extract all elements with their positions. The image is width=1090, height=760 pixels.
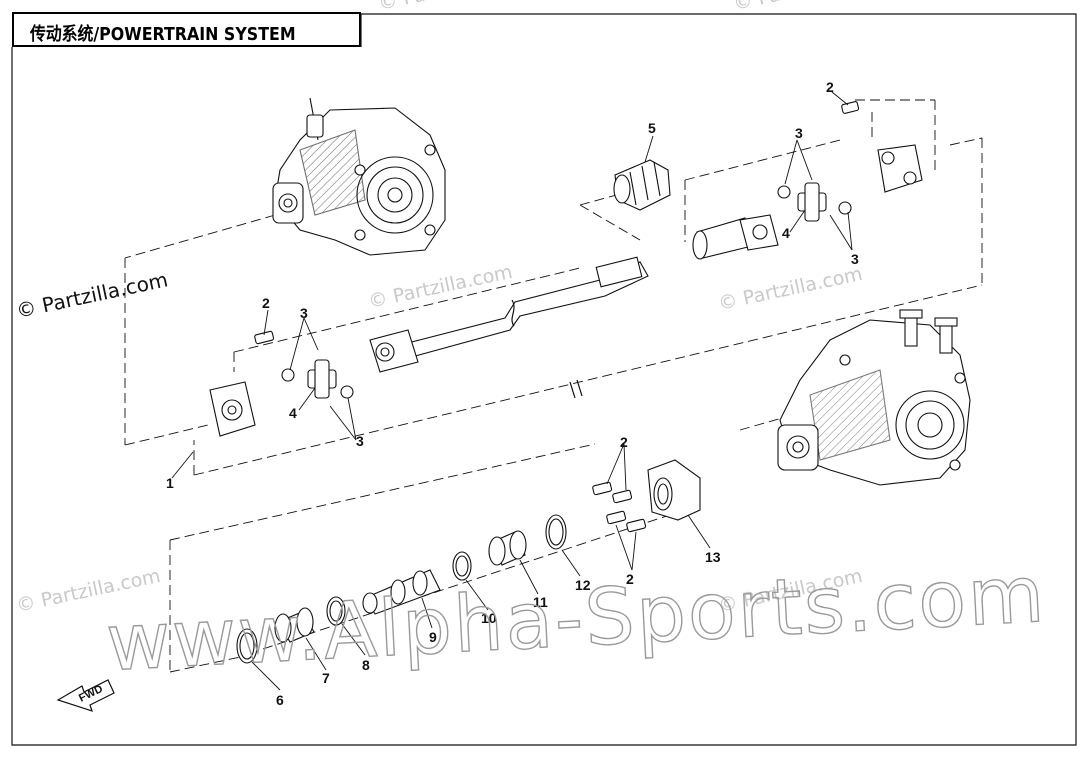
- watermark-copyright: © Partzilla.com: [731, 0, 879, 15]
- callout-1: 1: [166, 475, 174, 491]
- yoke-left: [209, 381, 256, 437]
- bolts: [254, 101, 860, 533]
- callout-9: 9: [429, 629, 437, 645]
- leader-lines: [171, 91, 853, 691]
- yoke-right: [877, 144, 923, 193]
- watermark-partzilla: © Partzilla.com: [14, 267, 170, 323]
- callout-3: 3: [356, 433, 364, 449]
- callout-3: 3: [300, 305, 308, 321]
- background-watermarks: © Partzilla.com © Partzilla.com © Partzi…: [14, 0, 879, 617]
- fwd-arrow: FWD: [56, 679, 115, 712]
- callout-5: 5: [648, 120, 656, 136]
- lower-shaft-parts: [236, 514, 567, 664]
- watermark-copyright: © Partzilla.com: [376, 0, 524, 15]
- universal-joints: [281, 182, 852, 399]
- callout-3: 3: [851, 251, 859, 267]
- frame-border: [11, 13, 1077, 746]
- callout-3: 3: [795, 125, 803, 141]
- callout-8: 8: [362, 657, 370, 673]
- callout-6: 6: [276, 692, 284, 708]
- page-title: 传动系统/POWERTRAIN SYSTEM: [30, 24, 296, 45]
- output-flange: [647, 459, 701, 521]
- callout-12: 12: [575, 577, 591, 593]
- break-marks: [511, 299, 583, 399]
- propeller-shaft: [369, 256, 649, 373]
- callout-4: 4: [289, 405, 297, 421]
- callout-2: 2: [262, 295, 270, 311]
- callout-11: 11: [533, 594, 548, 610]
- front-differential: [272, 97, 446, 256]
- callout-2: 2: [826, 79, 834, 95]
- callout-13: 13: [705, 549, 721, 565]
- callout-4: 4: [782, 225, 790, 241]
- watermark-copyright: © Partzilla.com: [716, 263, 864, 315]
- title-box: 传动系统/POWERTRAIN SYSTEM: [12, 12, 361, 47]
- rear-differential: [777, 309, 971, 486]
- callout-labels: 1 2 2 2 2 3 3 3 3 4 4 5 6 7 8 9 10 11 12…: [166, 79, 859, 708]
- callout-2: 2: [626, 571, 634, 587]
- watermark-copyright: © Partzilla.com: [366, 261, 514, 313]
- upper-shaft-coupling: [692, 214, 779, 260]
- callout-7: 7: [322, 670, 330, 686]
- callout-2: 2: [620, 434, 628, 450]
- callout-10: 10: [481, 610, 497, 626]
- rubber-boot: [613, 159, 671, 211]
